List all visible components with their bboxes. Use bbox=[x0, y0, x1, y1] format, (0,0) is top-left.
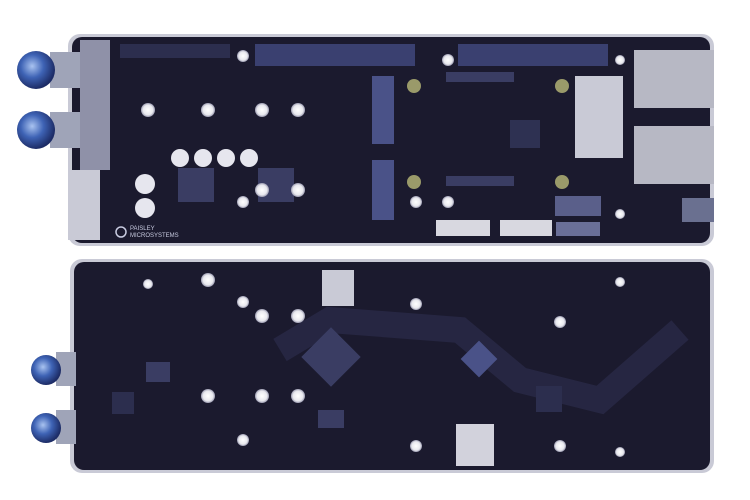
brand-line1: PAISLEY bbox=[130, 226, 155, 232]
bnc-connector-icon bbox=[17, 111, 80, 149]
bnc-connector-icon bbox=[17, 51, 80, 89]
bottom-board bbox=[31, 259, 714, 473]
brand-line2: MICROSYSTEMS bbox=[130, 233, 179, 239]
bnc-connector-icon bbox=[31, 410, 76, 444]
ethernet-jack-icon bbox=[634, 126, 714, 184]
brand-logo-icon bbox=[115, 226, 127, 238]
top-board: PAISLEY MICROSYSTEMS bbox=[17, 34, 714, 246]
ethernet-jack-icon bbox=[634, 50, 714, 108]
sd-card-slot-icon bbox=[456, 424, 494, 466]
bnc-connector-icon bbox=[31, 352, 76, 386]
